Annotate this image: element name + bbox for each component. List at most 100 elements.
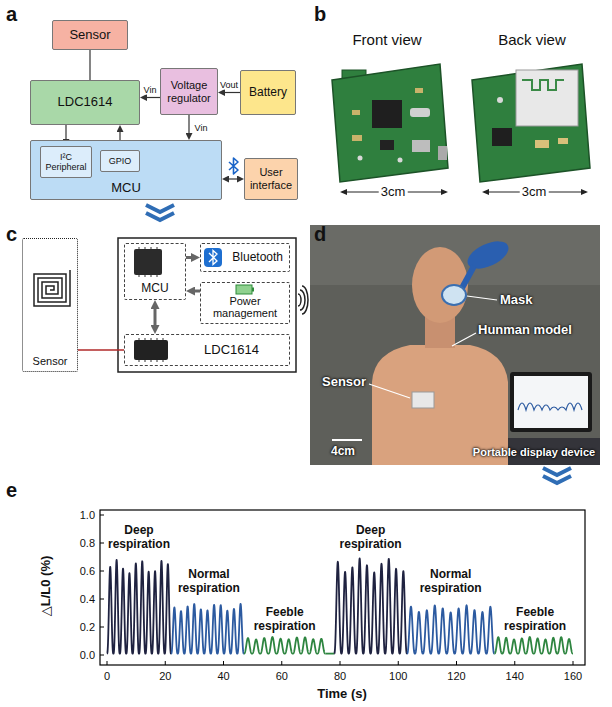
- pcb-front-photo: [332, 64, 448, 182]
- photo-callout: Portable display device: [473, 446, 595, 459]
- setup-photo: [462, 266, 474, 288]
- bluetooth-icon: [209, 251, 217, 265]
- respiration-curve: [107, 558, 573, 653]
- axis-ticks: [100, 599, 104, 600]
- pcb-back-photo: [558, 138, 568, 144]
- pcb-front-photo: [412, 140, 430, 152]
- dimension-label: 3cm: [520, 185, 549, 200]
- axis-ticks: [223, 661, 224, 665]
- dimension-arrow: [441, 189, 448, 195]
- dimension-label: 3cm: [379, 185, 408, 200]
- voltage-label: Vin: [143, 85, 158, 94]
- module-box: MCU: [124, 243, 186, 300]
- chip-icon: [134, 340, 168, 360]
- pcb-back-photo: [535, 140, 549, 148]
- node-text: MCU: [141, 282, 168, 296]
- axis-ticks: [100, 543, 104, 544]
- axis-ticks: [165, 661, 166, 665]
- axis-ticks: [100, 515, 104, 516]
- node-text: I²C Peripheral: [43, 152, 89, 173]
- battery-icon: [252, 288, 254, 292]
- axis-ticks: [100, 571, 104, 572]
- peripheral-box: I²C Peripheral: [40, 146, 92, 178]
- flow-chevron: [146, 205, 174, 220]
- node-text: Battery: [249, 86, 287, 100]
- dimension-arrow: [340, 189, 347, 195]
- pcb-back-photo: [472, 64, 590, 182]
- plot-frame: [100, 510, 585, 665]
- setup-photo: [310, 225, 600, 465]
- axis-ticks: [456, 661, 457, 665]
- node-text: Power management: [203, 295, 287, 320]
- node-text: LDC1614: [58, 95, 113, 110]
- node-text: MCU: [111, 181, 141, 196]
- battery-icon: [236, 285, 252, 294]
- respiration-curve: [171, 604, 244, 654]
- pcb-front-photo: [380, 140, 394, 150]
- power-arrow: [188, 115, 189, 133]
- series-annotation: Feeble respiration: [245, 606, 325, 634]
- pcb-back-photo: [522, 80, 564, 90]
- setup-photo: [442, 285, 466, 305]
- respiration-curve: [325, 653, 334, 655]
- axis-tick-label: 20: [159, 670, 171, 683]
- panel-letter: d: [314, 223, 326, 246]
- panel-letter: c: [6, 223, 17, 246]
- respiration-curve: [107, 560, 171, 654]
- node-text: GPIO: [109, 156, 132, 166]
- wireless-symbol: [298, 286, 308, 314]
- axis-ticks: [107, 661, 108, 665]
- system-housing: [118, 238, 296, 372]
- signal-line: [89, 50, 90, 80]
- regulator-box: Voltage regulator: [160, 68, 218, 115]
- node-text: Sensor: [69, 28, 110, 43]
- axis-ticks: [398, 661, 399, 665]
- scale-bar-label: 4cm: [331, 445, 355, 459]
- respiration-curve: [334, 558, 407, 653]
- view-caption: Front view: [352, 31, 421, 48]
- axis-tick-label: 0.8: [80, 537, 95, 550]
- chip-icon: [139, 338, 163, 362]
- wireless-symbol: [298, 286, 308, 314]
- plot-frame: [100, 510, 585, 665]
- axis-ticks: [281, 661, 282, 665]
- pcb-back-photo: [472, 64, 590, 182]
- flow-chevron: [543, 468, 571, 483]
- axis-tick-label: 160: [564, 670, 582, 683]
- series-annotation: Normal respiration: [411, 568, 491, 596]
- bluetooth-icon: [204, 248, 222, 267]
- mcu-box: MCU I²C Peripheral GPIO: [30, 140, 222, 200]
- pcb-front-photo: [438, 146, 447, 160]
- axis-title: △L/L0 (%): [39, 556, 54, 617]
- axis-tick-label: 80: [334, 670, 346, 683]
- node-text: User interface: [247, 166, 295, 191]
- view-caption: Back view: [498, 31, 566, 48]
- node-text: Bluetooth: [232, 251, 283, 265]
- pcb-back-photo: [492, 128, 512, 146]
- bluetooth-symbol: [229, 158, 238, 174]
- respiration-curve: [244, 637, 326, 654]
- voltage-label: Vin: [194, 123, 209, 132]
- dimension-arrow: [340, 189, 588, 195]
- photo-callout: Mask: [500, 293, 533, 308]
- pcb-front-photo: [332, 64, 448, 182]
- system-housing: [118, 238, 296, 372]
- pcb-front-photo: [372, 100, 402, 128]
- respiration-curve: [494, 637, 573, 654]
- chip-box: LDC1614: [30, 80, 140, 125]
- setup-photo: [412, 247, 468, 323]
- axis-ticks: [340, 661, 341, 665]
- series-annotation: Feeble respiration: [495, 606, 575, 634]
- axis-tick-label: 100: [389, 670, 407, 683]
- axis-tick-label: 0: [104, 670, 110, 683]
- node-text: LDC1614: [204, 343, 259, 358]
- pcb-front-photo: [415, 88, 423, 93]
- module-box: Bluetooth: [200, 243, 290, 272]
- pcb-front-photo: [358, 156, 363, 161]
- pcb-front-photo: [352, 110, 360, 115]
- axis-tick-label: 0.4: [80, 593, 95, 606]
- axis-tick-label: 40: [217, 670, 229, 683]
- axis-ticks: [100, 655, 104, 656]
- module-box: Power management: [200, 282, 290, 324]
- axis-ticks: [573, 661, 574, 665]
